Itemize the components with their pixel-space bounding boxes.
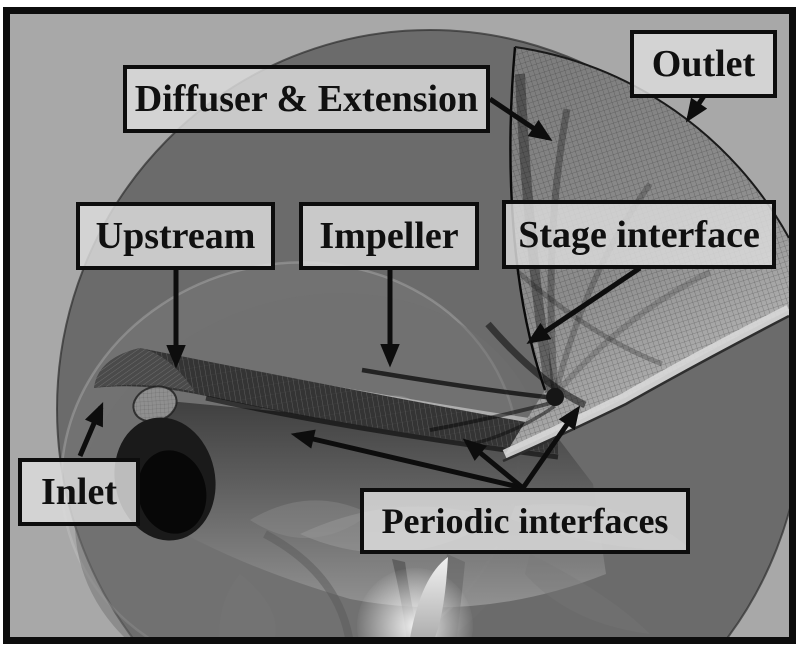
callout-label-stage-interface: Stage interface xyxy=(518,213,760,256)
callout-periodic-interfaces: Periodic interfaces xyxy=(360,488,690,554)
fan-bright-band xyxy=(502,305,789,461)
fan-outer-edge xyxy=(514,46,789,239)
callout-upstream: Upstream xyxy=(76,202,275,270)
callout-label-periodic-interfaces: Periodic interfaces xyxy=(381,501,669,541)
callout-diffuser-extension: Diffuser & Extension xyxy=(123,65,490,133)
callout-label-upstream: Upstream xyxy=(95,215,256,257)
callout-inlet: Inlet xyxy=(18,458,140,526)
arrow-periodic-left xyxy=(290,429,524,491)
arrow-outlet xyxy=(685,94,708,123)
arrow-diffuser-extension xyxy=(488,96,553,142)
stage-interface-arc xyxy=(485,321,587,409)
annotation-arrows xyxy=(77,94,708,491)
callout-outlet: Outlet xyxy=(630,30,777,98)
callout-label-outlet: Outlet xyxy=(651,43,756,85)
impeller-periodic-edge xyxy=(361,367,556,401)
callout-label-diffuser-extension: Diffuser & Extension xyxy=(134,78,479,120)
callout-impeller: Impeller xyxy=(299,202,479,270)
callout-label-impeller: Impeller xyxy=(319,215,459,257)
arrow-periodic-middle xyxy=(462,438,525,490)
fan-hub xyxy=(546,388,564,406)
arrow-periodic-right xyxy=(520,405,581,490)
highlight-blade xyxy=(410,557,448,637)
arrow-inlet xyxy=(77,401,104,457)
callout-label-inlet: Inlet xyxy=(41,471,117,513)
arrow-stage-interface xyxy=(526,265,642,345)
callout-stage-interface: Stage interface xyxy=(502,200,776,269)
